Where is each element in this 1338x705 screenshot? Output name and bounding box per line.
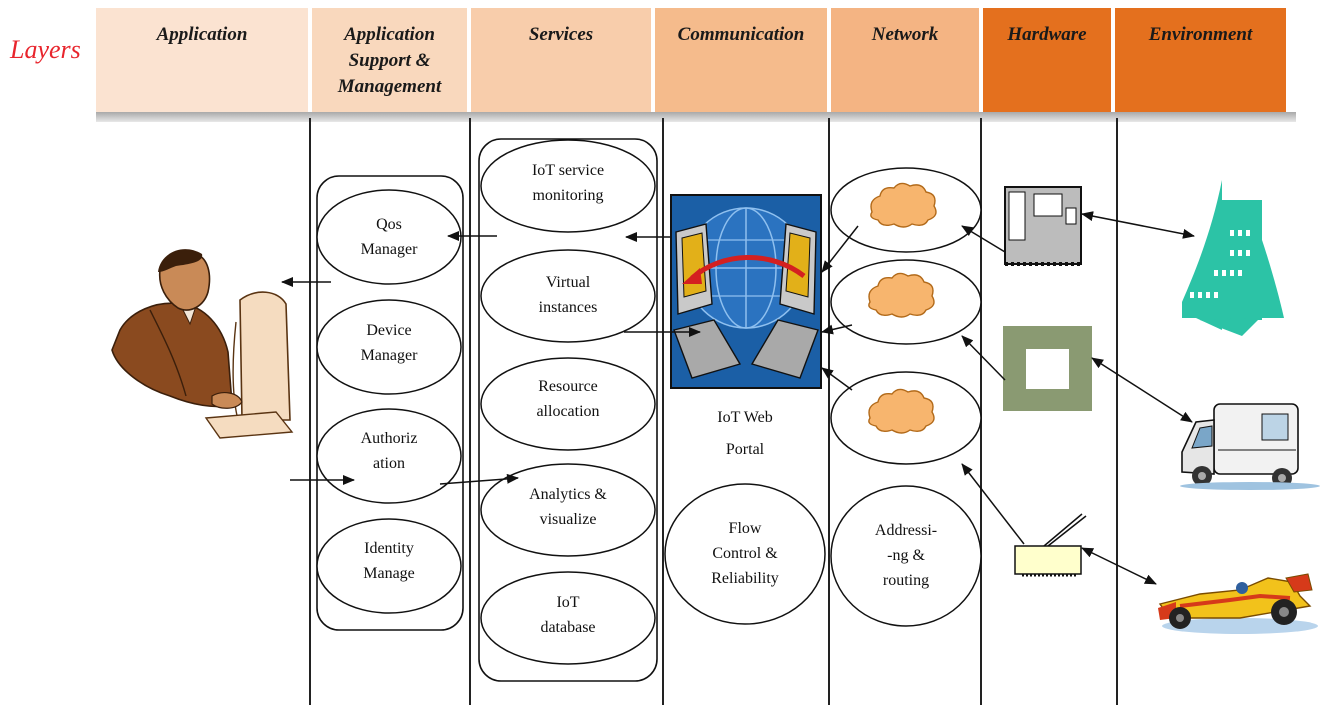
- arrow-building-board: [1081, 211, 1195, 239]
- circuit-board-icon: [1004, 186, 1082, 266]
- column-divider: [662, 118, 664, 705]
- device-manager-node: [316, 299, 462, 395]
- arrow-ambulance-sensor: [1091, 357, 1193, 423]
- arrow-network2-portal: [821, 324, 853, 335]
- web-portal-icon: [670, 194, 822, 389]
- arrow-sensor-network: [961, 335, 1006, 381]
- user-at-computer-icon: [111, 249, 294, 439]
- cloud-icon: [868, 388, 935, 434]
- ambulance-icon: [1180, 403, 1320, 490]
- header-services: Services: [471, 8, 651, 112]
- arrow-rfid-network: [961, 463, 1025, 545]
- header-network: Network: [831, 8, 979, 112]
- virtual-instances-node: [480, 249, 656, 343]
- qos-manager-node: [316, 189, 462, 285]
- cloud-icon: [868, 272, 935, 318]
- arrow-to-analytics: [439, 473, 519, 485]
- arrow-network1-portal: [821, 225, 859, 273]
- layers-label: Layers: [10, 35, 81, 64]
- addressing-routing-label: Addressi--ng &routing: [874, 522, 938, 589]
- iot-service-monitoring-node: [480, 139, 656, 233]
- arrow-board-network: [961, 225, 1006, 253]
- arrow-network3-portal: [821, 367, 853, 391]
- building-icon: [1182, 180, 1284, 336]
- addressing-routing-node: [830, 485, 982, 627]
- support-group-frame: [316, 175, 464, 631]
- analytics-visualize-node: [480, 463, 656, 557]
- column-divider: [469, 118, 471, 705]
- sensor-module-icon: [1003, 326, 1092, 411]
- column-divider: [309, 118, 311, 705]
- iot-database-node: [480, 571, 656, 665]
- analytics-visualize-label: Analytics &visualize: [529, 486, 607, 528]
- services-group-frame: [478, 138, 658, 682]
- identity-manage-node: [316, 518, 462, 614]
- header-shadow: [96, 112, 1296, 122]
- header-application: Application: [96, 8, 308, 112]
- arrow-car-rfid: [1081, 547, 1157, 585]
- header-communication: Communication: [655, 8, 827, 112]
- header-application-support: Application Support & Management: [312, 8, 467, 112]
- cloud-icon: [870, 182, 937, 228]
- column-divider: [828, 118, 830, 705]
- header-hardware: Hardware: [983, 8, 1111, 112]
- race-car-icon: [1158, 573, 1318, 634]
- flow-control-node: [664, 483, 826, 625]
- resource-allocation-node: [480, 357, 656, 451]
- header-environment: Environment: [1115, 8, 1286, 112]
- rfid-tag-icon: [1014, 513, 1087, 577]
